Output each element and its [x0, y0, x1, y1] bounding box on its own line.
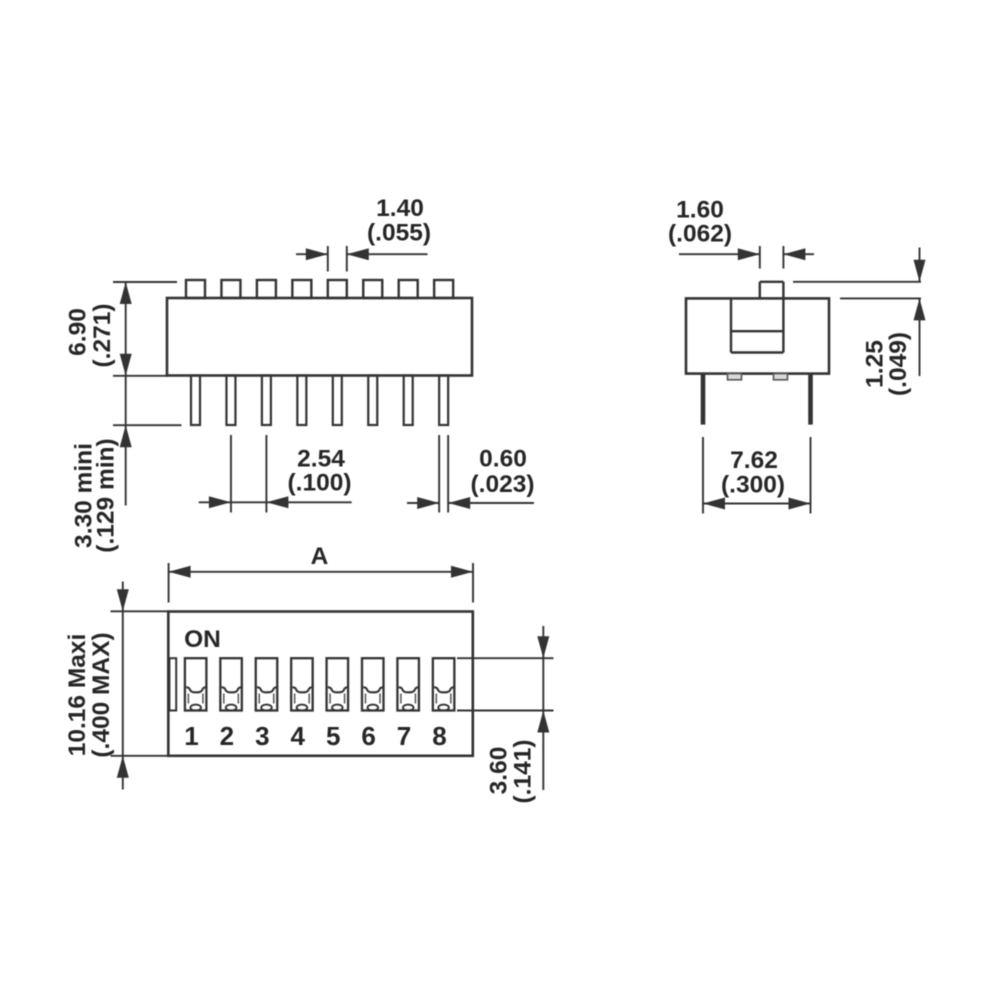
svg-text:(.300): (.300): [721, 471, 785, 498]
svg-text:5: 5: [326, 721, 340, 751]
svg-text:A: A: [311, 543, 329, 570]
svg-text:(.023): (.023): [470, 471, 534, 498]
svg-text:10.16 Maxi: 10.16 Maxi: [64, 634, 91, 757]
svg-text:0.60: 0.60: [479, 445, 527, 472]
svg-text:7: 7: [397, 721, 411, 751]
svg-text:3.30 mini: 3.30 mini: [70, 443, 97, 548]
svg-text:1.40: 1.40: [376, 195, 424, 222]
svg-text:3: 3: [255, 721, 269, 751]
svg-text:6.90: 6.90: [65, 308, 92, 356]
svg-text:8: 8: [432, 721, 446, 751]
svg-text:1.25: 1.25: [861, 340, 888, 388]
svg-text:(.062): (.062): [668, 220, 732, 247]
svg-text:(.271): (.271): [89, 303, 116, 367]
svg-text:6: 6: [361, 721, 375, 751]
svg-text:4: 4: [291, 721, 306, 751]
svg-text:(.400 MAX): (.400 MAX): [88, 632, 115, 757]
svg-text:(.141): (.141): [509, 739, 536, 803]
svg-text:(.100): (.100): [287, 469, 351, 496]
svg-text:(.055): (.055): [367, 219, 431, 246]
svg-text:1.60: 1.60: [676, 196, 724, 223]
svg-text:2: 2: [220, 721, 234, 751]
svg-text:7.62: 7.62: [730, 447, 778, 474]
svg-text:(.129 min): (.129 min): [93, 438, 120, 552]
svg-text:(.049): (.049): [885, 332, 912, 396]
svg-text:3.60: 3.60: [485, 747, 512, 795]
svg-text:2.54: 2.54: [297, 446, 345, 473]
svg-text:1: 1: [184, 721, 198, 751]
svg-text:ON: ON: [184, 626, 221, 653]
